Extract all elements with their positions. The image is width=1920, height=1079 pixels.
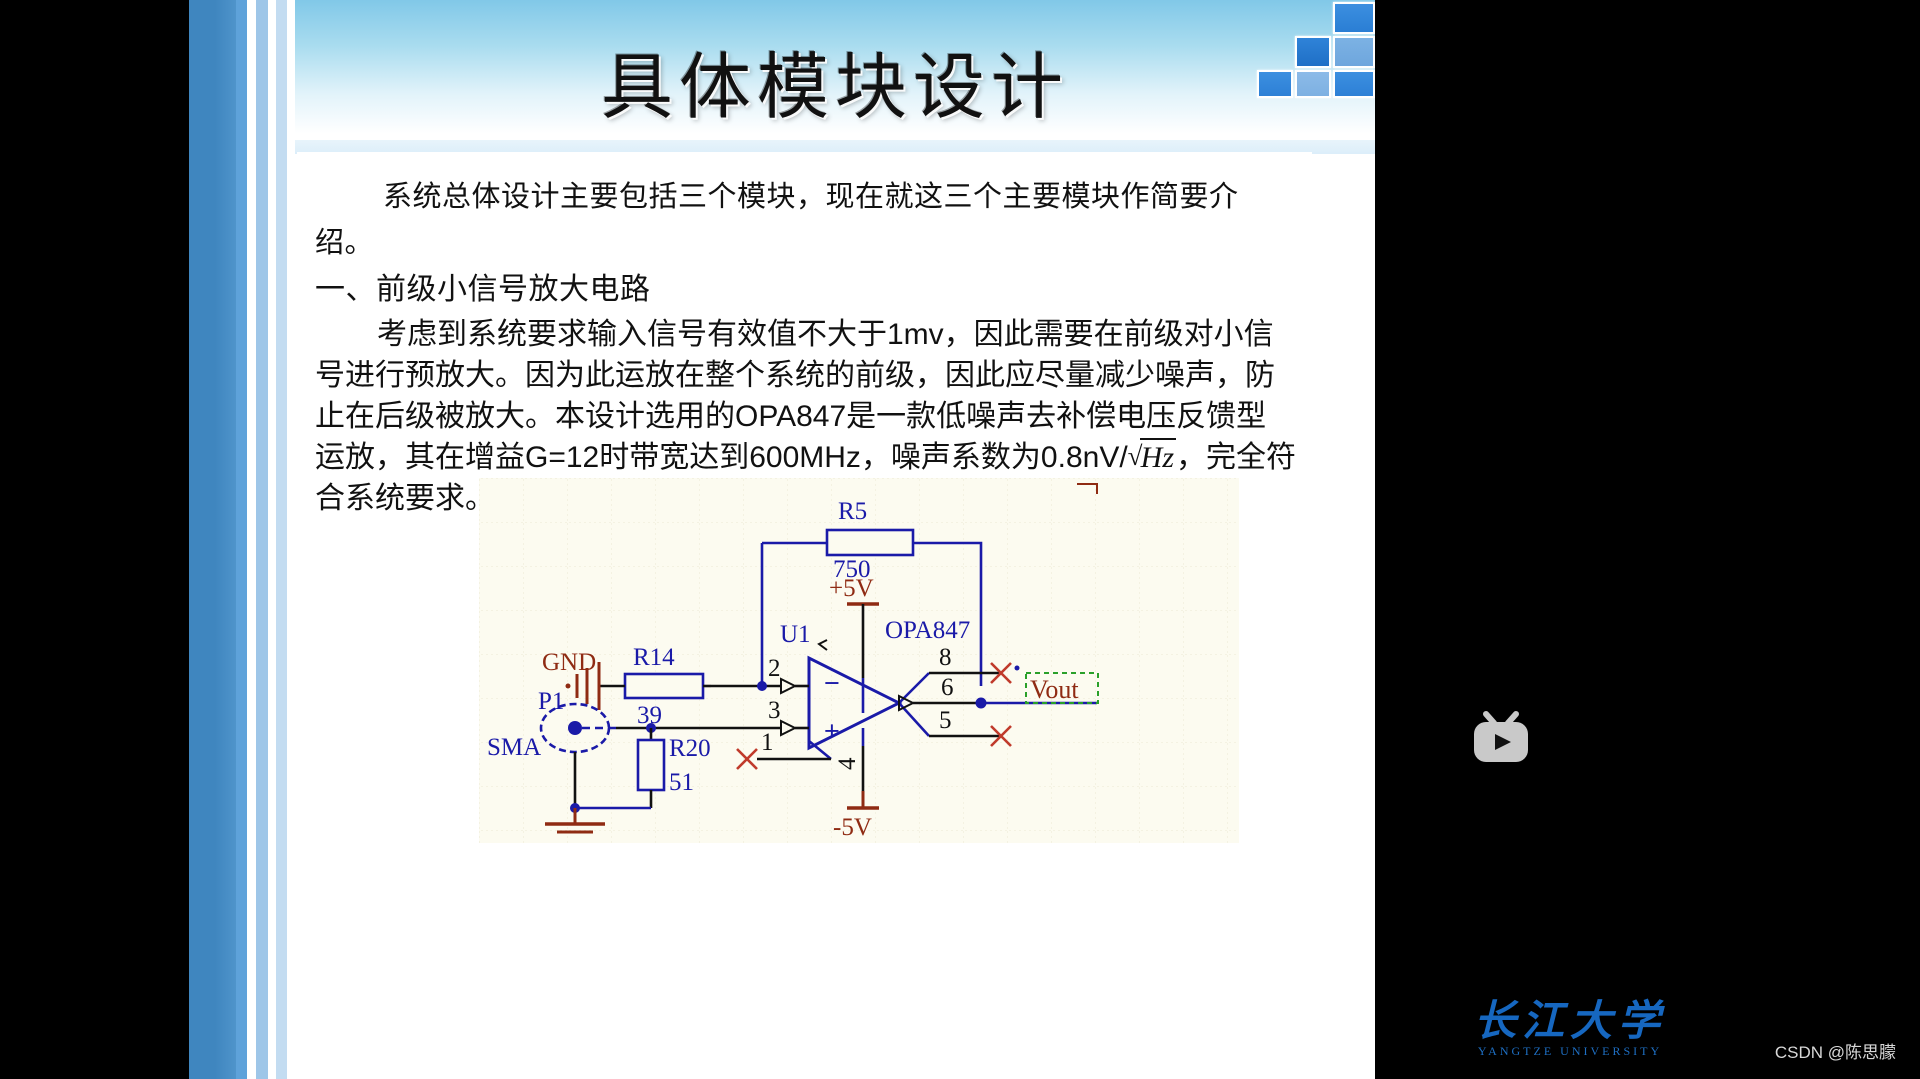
pin-8-label: 8	[939, 644, 952, 671]
sqrt-formula: Hz	[1128, 436, 1177, 478]
decor-square-6	[1257, 70, 1293, 98]
circuit-schematic: R5 750 +5V − + U1 OPA847 2	[479, 478, 1239, 843]
r14-ref-label: R14	[633, 644, 675, 671]
r5-value-label: 750	[833, 556, 871, 583]
pin-5-label: 5	[939, 707, 952, 734]
university-logo: 长江大学 YANGTZE UNIVERSITY	[1455, 1000, 1685, 1068]
opamp-part-label: OPA847	[885, 617, 970, 644]
main-paragraph: 考虑到系统要求输入信号有效值不大于1mv，因此需要在前级对小信号进行预放大。因为…	[315, 314, 1296, 519]
csdn-watermark: CSDN @陈思朦	[1774, 1043, 1896, 1062]
vcc-label: +5V	[829, 575, 874, 602]
sidebar-stripe-2	[236, 0, 247, 1079]
pin-3-label: 3	[768, 697, 781, 724]
gnd-top-label: GND	[542, 649, 596, 676]
sidebar-stripe-4	[256, 0, 268, 1079]
section-heading: 一、前级小信号放大电路	[315, 273, 651, 306]
decor-square-5	[1295, 70, 1331, 98]
decor-square-4	[1333, 70, 1375, 98]
page-title: 具体模块设计	[600, 47, 1069, 128]
presentation-slide: 具体模块设计 系统总体设计主要包括三个模块，现在就这三个主要模块作简要介绍。 一…	[189, 0, 1375, 1079]
pin-1-label: 1	[761, 729, 774, 756]
paragraph-part-1: 考虑到系统要求输入信号有效值不大于1mv，因此需要在前级对小信号进行预放大。因为…	[315, 318, 1275, 474]
university-name-en: YANGTZE UNIVERSITY	[1477, 1044, 1663, 1058]
tv-play-icon[interactable]	[1470, 710, 1532, 766]
decor-square-1	[1333, 2, 1375, 34]
banner-underline	[295, 140, 1375, 154]
title-banner	[295, 0, 1375, 152]
decorative-squares	[1255, 0, 1375, 98]
r20-ref-label: R20	[669, 735, 711, 762]
sidebar-stripe-6	[276, 0, 287, 1079]
sidebar-stripe-3	[247, 0, 256, 1079]
pin-4-label: 4	[834, 757, 861, 770]
sidebar-stripe-5	[268, 0, 276, 1079]
sma-label: SMA	[487, 734, 541, 761]
vee-label: -5V	[833, 814, 872, 841]
opamp-noninverting-symbol: +	[824, 716, 840, 746]
r5-ref-label: R5	[838, 498, 867, 525]
lead-paragraph: 系统总体设计主要包括三个模块，现在就这三个主要模块作简要介绍。	[315, 181, 1239, 259]
slide-body: 系统总体设计主要包括三个模块，现在就这三个主要模块作简要介绍。 一、前级小信号放…	[297, 152, 1312, 515]
r20-value-label: 51	[669, 769, 694, 796]
p1-ref-label: P1	[538, 688, 564, 715]
vout-net-label: Vout	[1030, 675, 1079, 704]
university-name-cn: 长江大学	[1473, 999, 1666, 1045]
gnd-bottom-label: GND	[541, 839, 595, 843]
decor-square-2	[1333, 36, 1375, 68]
opamp-inverting-symbol: −	[824, 668, 840, 698]
sidebar-stripe-1	[189, 0, 236, 1079]
sidebar-stripe-7	[287, 0, 295, 1079]
decor-square-3	[1295, 36, 1331, 68]
pin-6-label: 6	[941, 674, 954, 701]
opamp-ref-label: U1	[780, 621, 811, 648]
pin-2-label: 2	[768, 655, 781, 682]
